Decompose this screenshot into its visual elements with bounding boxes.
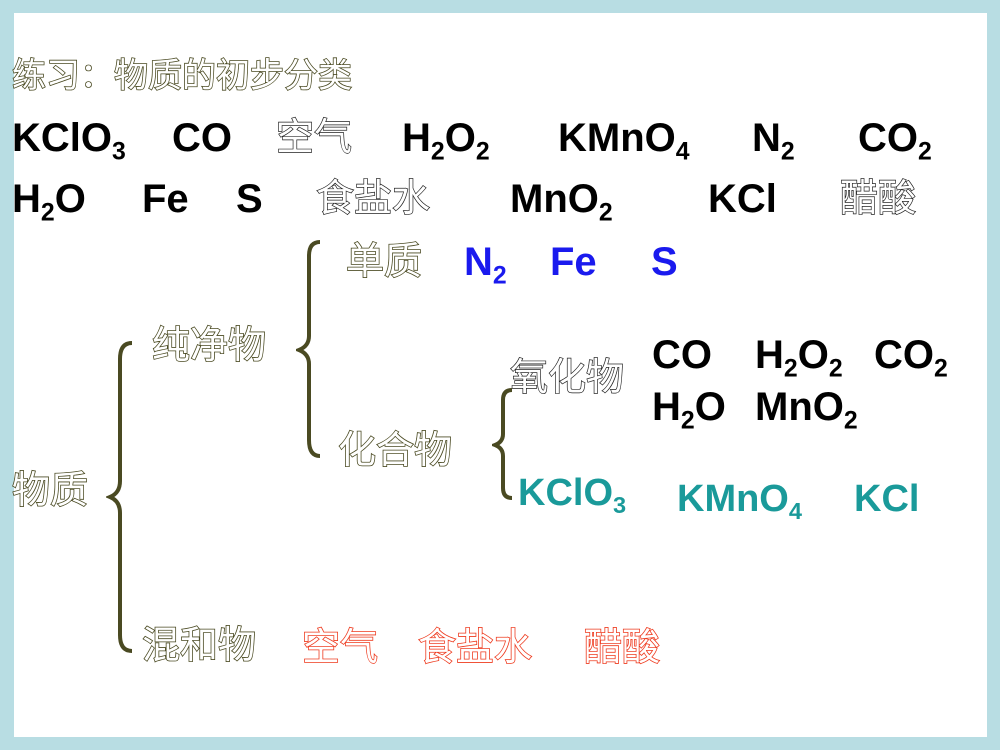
slide: 练习：物质的初步分类 KClO3 CO 空气 H2O2 KMnO4 N2 CO2… (11, 13, 987, 737)
substance-salt-water: 食盐水 (315, 176, 431, 220)
substance-h2o2: H2O2 (402, 116, 490, 166)
compound-kmno4: KMnO4 (677, 478, 802, 525)
oxide-h2o2: H2O2 (755, 333, 843, 383)
substance-h2o: H2O (12, 177, 86, 227)
substance-n2: N2 (752, 116, 795, 166)
page-title: 练习：物质的初步分类 (11, 56, 353, 96)
mixture-vinegar: 醋酸 (583, 625, 661, 669)
oxide-co2: CO2 (874, 333, 948, 383)
element-n2: N2 (464, 240, 507, 290)
substance-s: S (236, 177, 263, 221)
oxide-h2o: H2O (652, 385, 726, 435)
substance-co2: CO2 (858, 116, 932, 166)
substance-kcl: KCl (708, 177, 777, 221)
label-compound: 化合物 (337, 428, 453, 472)
label-matter: 物质 (11, 468, 89, 512)
brace-matter-icon (106, 341, 133, 653)
substance-kmno4: KMnO4 (558, 116, 690, 166)
substance-co: CO (172, 116, 232, 160)
mixture-air: 空气 (301, 625, 379, 669)
label-oxide: 氧化物 (509, 355, 625, 399)
substance-air: 空气 (275, 115, 353, 159)
substance-kclo3: KClO3 (12, 116, 126, 166)
substance-mno2: MnO2 (510, 177, 613, 227)
compound-kclo3: KClO3 (518, 472, 627, 519)
compound-kcl: KCl (854, 478, 920, 520)
substance-fe: Fe (142, 177, 189, 221)
mixture-salt-water: 食盐水 (417, 625, 533, 669)
oxide-co: CO (652, 333, 712, 377)
label-mixture: 混和物 (141, 623, 257, 667)
oxide-mno2: MnO2 (755, 385, 858, 435)
label-element: 单质 (345, 239, 423, 283)
label-pure-substance: 纯净物 (151, 323, 267, 367)
element-s: S (651, 240, 678, 284)
element-fe: Fe (550, 240, 597, 284)
brace-pure-icon (296, 240, 321, 458)
substance-vinegar: 醋酸 (839, 176, 917, 220)
brace-compound-icon (492, 388, 513, 500)
